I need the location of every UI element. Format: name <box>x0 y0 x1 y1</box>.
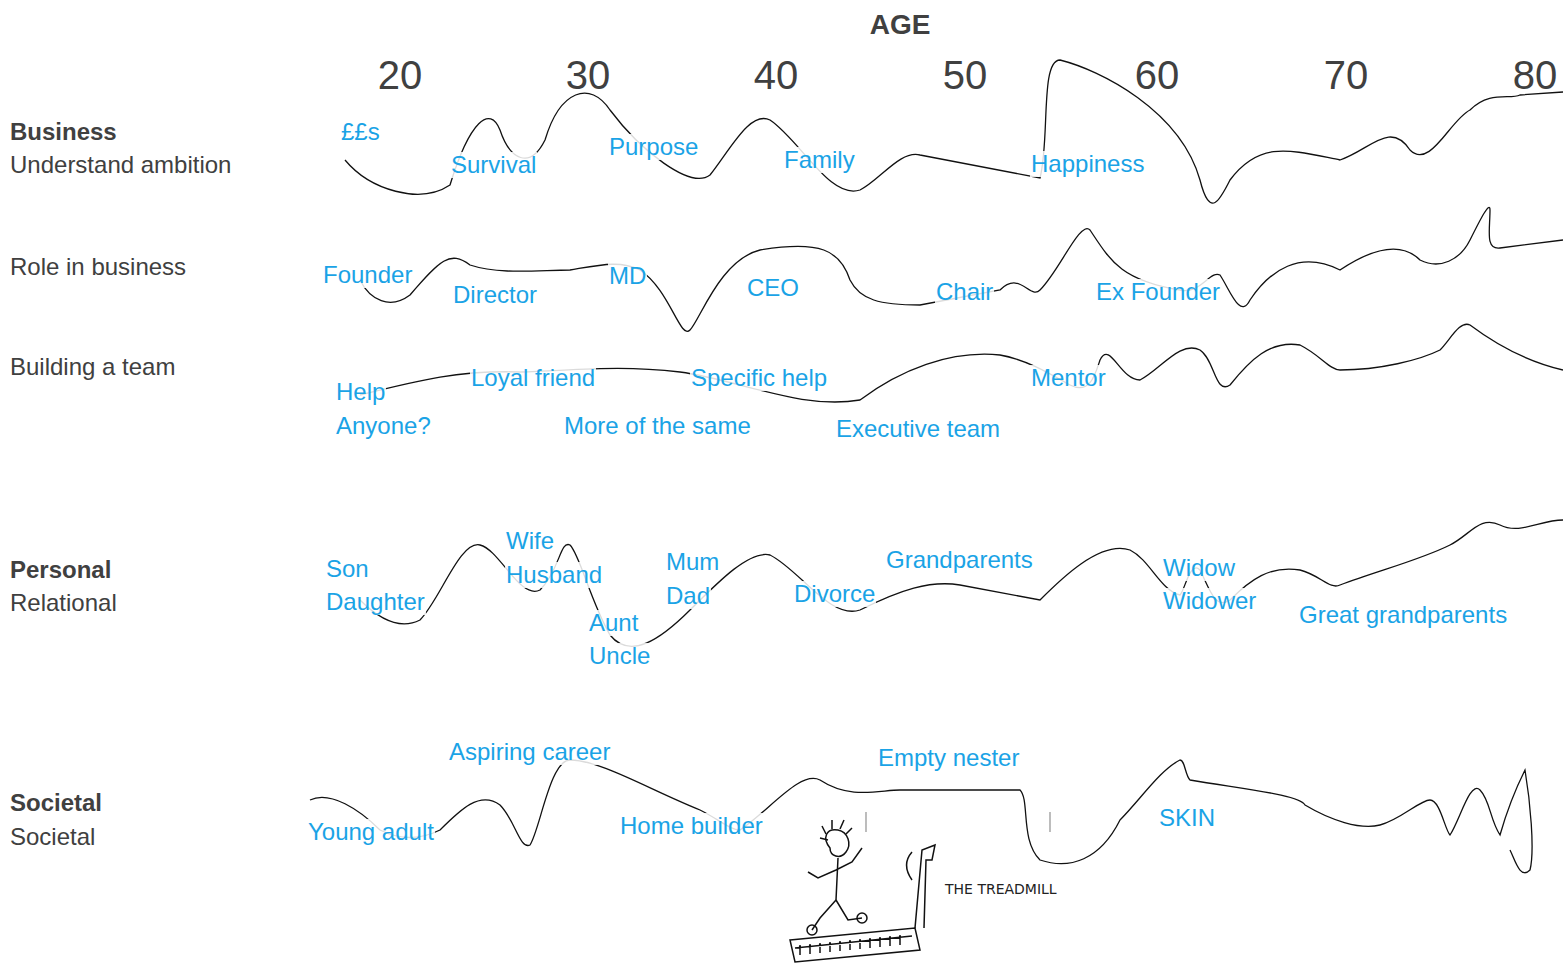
stage-label: Anyone? <box>335 413 432 439</box>
stage-label: Purpose <box>608 134 699 160</box>
age-tick: 50 <box>943 53 988 97</box>
row-subheading: Relational <box>10 590 117 616</box>
stage-label: Mentor <box>1030 365 1107 391</box>
stage-label: Great grandparents <box>1298 602 1508 628</box>
sketch-caption: THE TREADMILL <box>945 882 1057 897</box>
stage-label: Family <box>783 147 856 173</box>
stage-label: Survival <box>450 152 537 178</box>
row-subheading: Societal <box>10 824 95 850</box>
stage-label: Dad <box>665 583 711 609</box>
stage-label: Husband <box>505 562 603 588</box>
row-heading: Building a team <box>10 354 175 380</box>
age-tick: 70 <box>1324 53 1369 97</box>
stage-label: More of the same <box>563 413 752 439</box>
stage-label: Young adult <box>307 819 435 845</box>
stage-label: Uncle <box>588 643 651 669</box>
stage-label: Happiness <box>1030 151 1145 177</box>
stage-label: SKIN <box>1158 805 1216 831</box>
personal-curve <box>360 520 1563 646</box>
row-heading: Societal <box>10 790 102 816</box>
stage-label: Empty nester <box>877 745 1020 771</box>
stage-label: MD <box>608 263 647 289</box>
row-heading: Personal <box>10 557 111 583</box>
stage-label: Daughter <box>325 589 426 615</box>
age-tick: 20 <box>378 53 423 97</box>
row-heading: Business <box>10 119 117 145</box>
stage-label: Founder <box>322 262 413 288</box>
stage-label: Chair <box>935 279 994 305</box>
stage-label: Specific help <box>690 365 828 391</box>
axis-title: AGE <box>870 10 931 41</box>
stage-label: ££s <box>340 119 381 145</box>
stage-label: Home builder <box>619 813 764 839</box>
treadmill-sketch <box>790 820 935 962</box>
stage-label: Executive team <box>835 416 1001 442</box>
age-tick: 60 <box>1135 53 1180 97</box>
stage-label: Aspiring career <box>448 739 611 765</box>
team-curve <box>360 324 1563 402</box>
stage-label: Director <box>452 282 538 308</box>
stage-label: Loyal friend <box>470 365 596 391</box>
stage-label: Wife <box>505 528 555 554</box>
role-curve <box>360 207 1563 331</box>
stage-label: Mum <box>665 549 720 575</box>
stage-label: Divorce <box>793 581 876 607</box>
row-subheading: Understand ambition <box>10 152 231 178</box>
tick-mark <box>865 812 866 832</box>
stage-label: CEO <box>746 275 800 301</box>
stage-label: Help <box>335 379 386 405</box>
stage-label: Widow <box>1162 555 1236 581</box>
age-tick: 40 <box>754 53 799 97</box>
stage-label: Grandparents <box>885 547 1034 573</box>
stage-label: Ex Founder <box>1095 279 1221 305</box>
age-tick: 80 <box>1513 53 1558 97</box>
age-tick: 30 <box>566 53 611 97</box>
row-heading: Role in business <box>10 254 186 280</box>
stage-label: Widower <box>1162 588 1257 614</box>
tick-mark <box>1049 812 1050 832</box>
stage-label: Aunt <box>588 610 639 636</box>
stage-label: Son <box>325 556 370 582</box>
